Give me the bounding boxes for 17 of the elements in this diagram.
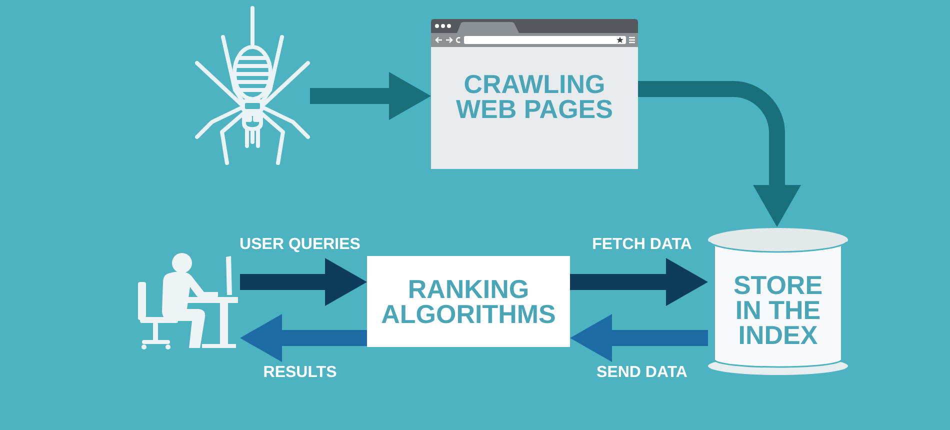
edge-label: RESULTS	[263, 364, 337, 382]
step-title: CRAWLING WEB PAGES	[455, 72, 614, 122]
edge-label: SEND DATA	[596, 364, 688, 382]
arrow	[570, 258, 708, 306]
process-box	[367, 256, 570, 347]
spider-illustration	[195, 6, 310, 168]
arrow	[240, 314, 367, 362]
browser-window	[431, 19, 638, 169]
edge-label: USER QUERIES	[240, 236, 360, 254]
step-title: STORE IN THE INDEX	[732, 272, 824, 348]
edge-label: FETCH DATA	[592, 236, 692, 254]
arrow	[310, 72, 431, 120]
person-at-desk-illustration	[138, 251, 240, 351]
step-title: RANKING ALGORITHMS	[380, 276, 557, 326]
arrow	[638, 81, 801, 227]
arrow	[240, 258, 367, 306]
arrow	[570, 314, 708, 362]
